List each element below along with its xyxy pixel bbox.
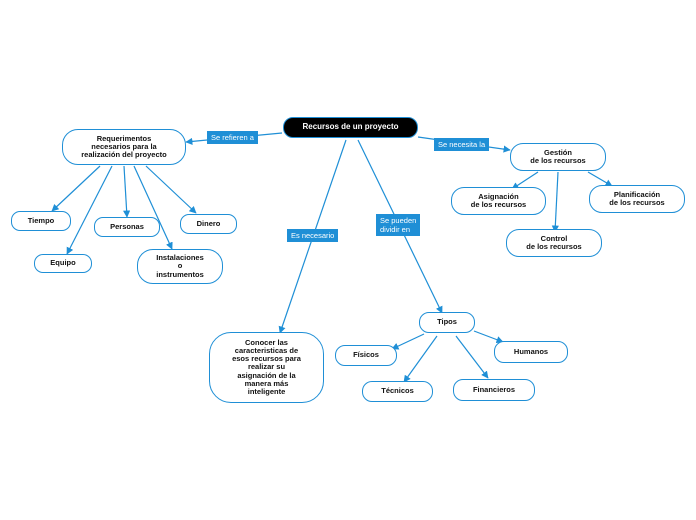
- node-dinero[interactable]: Dinero: [180, 214, 237, 234]
- edge-gestion-planificacion: [587, 171, 613, 187]
- node-financieros[interactable]: Financieros: [453, 379, 535, 401]
- edge-req-dinero: [145, 165, 197, 214]
- node-humanos[interactable]: Humanos: [494, 341, 568, 363]
- node-instalaciones[interactable]: Instalaciones o instrumentos: [137, 249, 223, 284]
- node-personas[interactable]: Personas: [94, 217, 160, 237]
- node-equipo[interactable]: Equipo: [34, 254, 92, 273]
- edge-tipos-humanos: [473, 330, 504, 344]
- edge-req-personas: [123, 165, 131, 218]
- node-gestion[interactable]: Gestión de los recursos: [510, 143, 606, 171]
- node-planificacion[interactable]: Planificación de los recursos: [589, 185, 685, 213]
- root-node[interactable]: Recursos de un proyecto: [283, 117, 418, 138]
- node-control[interactable]: Control de los recursos: [506, 229, 602, 257]
- node-tecnicos[interactable]: Técnicos: [362, 381, 433, 402]
- node-fisicos[interactable]: Físicos: [335, 345, 397, 366]
- node-asignacion[interactable]: Asignación de los recursos: [451, 187, 546, 215]
- edge-label-se-refieren: Se refieren a: [207, 131, 258, 144]
- node-tiempo[interactable]: Tiempo: [11, 211, 71, 231]
- edge-label-se-pueden: Se pueden dividir en: [376, 214, 421, 236]
- edge-req-equipo: [66, 165, 113, 255]
- edge-tipos-financieros: [455, 335, 489, 379]
- edge-tipos-tecnicos: [403, 335, 438, 383]
- node-tipos[interactable]: Tipos: [419, 312, 475, 333]
- edge-req-instalaciones: [133, 165, 173, 250]
- edge-tipos-fisicos: [391, 333, 425, 350]
- edge-gestion-control: [551, 171, 559, 233]
- node-conocer[interactable]: Conocer las caracteristicas de esos recu…: [209, 332, 324, 403]
- edge-gestion-asignacion: [511, 171, 539, 190]
- node-requerimientos[interactable]: Requerimentos necesarios para la realiza…: [62, 129, 186, 165]
- edge-label-se-necesita: Se necesita la: [434, 138, 490, 151]
- edge-req-tiempo: [51, 165, 101, 212]
- edge-label-es-necesario: Es necesario: [287, 229, 339, 242]
